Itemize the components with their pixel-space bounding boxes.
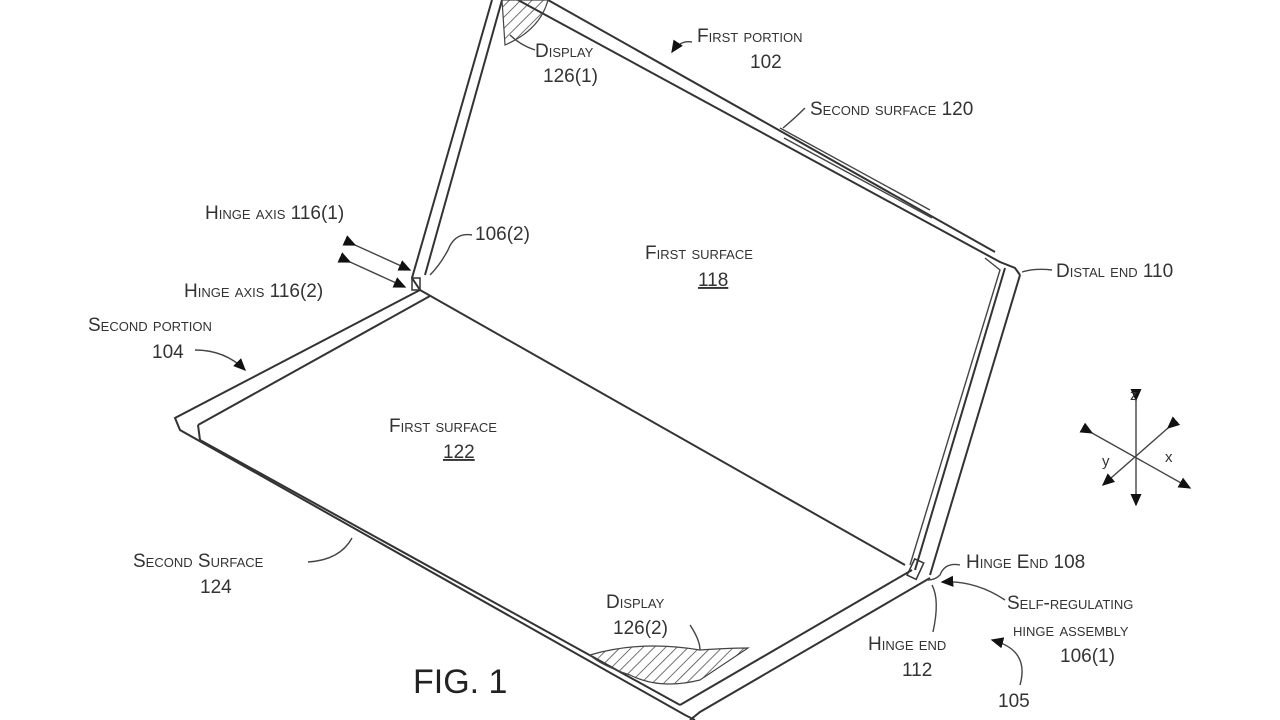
display-126-1-ref: 126(1) — [543, 66, 598, 87]
figure-label: FIG. 1 — [413, 663, 507, 701]
second-surface-124-label: Second Surface — [133, 551, 264, 572]
first-surface-122-ref: 122 — [443, 442, 475, 463]
axis-z-label: z — [1130, 387, 1138, 404]
axis-y-label: y — [1102, 453, 1110, 470]
hinge-end-112-label: Hinge end — [868, 634, 946, 655]
hinge-axis-116-2-label: Hinge axis 116(2) — [184, 281, 323, 302]
first-portion-label: First portion — [697, 26, 803, 47]
hinge-axis-116-1-label: Hinge axis 116(1) — [205, 203, 344, 224]
first-portion-panel — [410, 0, 1021, 576]
ref-105-label: 105 — [998, 691, 1030, 712]
self-regulating-line2: hinge assembly — [1013, 620, 1129, 641]
display-126-1-label: Display — [535, 41, 594, 62]
hinge-end-112-ref: 112 — [902, 660, 932, 681]
second-portion-ref: 104 — [152, 342, 184, 363]
display-126-2-hatch — [588, 645, 750, 685]
display-126-2-label: Display — [606, 592, 665, 613]
second-surface-120-label: Second surface 120 — [810, 99, 973, 120]
ref-106-2-label: 106(2) — [475, 224, 530, 245]
axis-triad-icon: z y x — [1079, 387, 1192, 507]
display-126-1-hatch — [501, 0, 549, 46]
self-regulating-ref: 106(1) — [1060, 646, 1115, 667]
second-surface-124-ref: 124 — [200, 577, 232, 598]
display-126-2-ref: 126(2) — [613, 618, 668, 639]
distal-end-110-label: Distal end 110 — [1056, 261, 1173, 282]
first-portion-ref: 102 — [750, 52, 782, 73]
leader-lines — [194, 34, 1053, 686]
self-regulating-line1: Self-regulating — [1007, 593, 1133, 614]
second-portion-label: Second portion — [88, 315, 212, 336]
axis-x-label: x — [1165, 449, 1173, 466]
first-surface-122-label: First surface — [389, 416, 497, 437]
first-surface-118-label: First surface — [645, 243, 753, 264]
first-surface-118-ref: 118 — [698, 270, 728, 291]
hinge-end-108-label: Hinge End 108 — [966, 552, 1085, 573]
second-portion-panel — [173, 277, 931, 720]
